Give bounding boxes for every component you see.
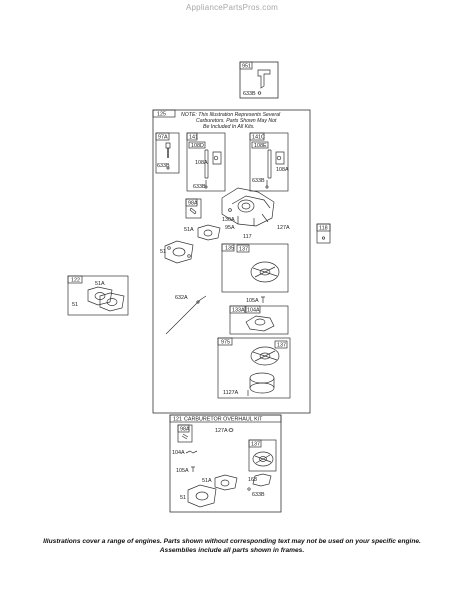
label-105A: 105A [246,298,259,304]
gasket-51A [197,224,221,241]
label-141: 141 [189,135,198,141]
label-97A: 97A [158,135,168,141]
frame-121[interactable] [169,414,282,513]
label-951: 951 [242,64,251,70]
note-line-2: Carburetors. Parts Shown May Not [196,118,277,124]
frame-951[interactable] [239,61,279,99]
frame-135[interactable] [221,243,289,293]
label-633B-141: 633B [193,184,206,190]
carburetor-body [221,187,275,227]
frame-98A[interactable] [185,198,202,219]
label-51A-122: 51A [95,281,105,287]
label-105A-kit: 105A [176,468,189,474]
label-51A: 51A [184,227,194,233]
label-98A-kit: 98A [180,427,190,433]
label-137-2: 137 [277,343,286,349]
label-125: 125 [157,112,166,118]
frame-125[interactable] [152,109,311,414]
label-121: 121 [173,417,182,423]
frame-122[interactable] [67,275,129,316]
frame-975[interactable] [217,337,291,399]
gasket-51 [164,240,194,264]
note-line-3: Be Included In All Kits. [203,124,255,130]
label-633B-top: 633B [243,91,256,97]
frame-141[interactable] [186,132,226,192]
frame-97A[interactable] [155,132,180,174]
label-633B-141C: 633B [252,178,265,184]
label-975: 975 [221,340,230,346]
label-122: 122 [71,278,80,284]
label-163: 163 [248,477,257,483]
label-141C: 141C [252,135,265,141]
label-108A-1: 108A [195,160,208,166]
footer-assemblies: Assemblies include all parts shown in fr… [159,547,305,554]
footer-disclaimer: Illustrations cover a range of engines. … [43,538,421,545]
label-127A: 127A [277,225,290,231]
label-108E: 108E [254,143,267,149]
label-98A: 98A [188,201,198,207]
label-632A: 632A [175,295,188,301]
watermark: AppliancePartsPros.com [186,3,278,12]
frame-141C[interactable] [249,132,289,192]
label-118: 118 [319,226,328,232]
label-104A-kit: 104A [172,450,185,456]
label-95A: 95A [225,225,235,231]
part-105A [261,296,265,303]
label-51: 51 [160,249,166,255]
label-133A: 133A [232,308,245,314]
frame-118[interactable] [316,223,331,244]
kit-title: CARBURETOR OVERHAUL KIT [184,417,263,423]
label-108D: 108D [191,143,204,149]
frame-133A[interactable] [229,305,289,335]
label-51A-kit: 51A [202,478,212,484]
label-633B-kit: 633B [252,492,265,498]
label-633B-left: 633B [157,163,170,169]
note-line-1: NOTE: This Illustration Represents Sever… [181,112,281,118]
label-51-122: 51 [72,302,78,308]
label-137-kit: 137 [251,442,260,448]
linkage-632A [165,295,207,335]
label-127A-kit: 127A [215,428,228,434]
label-117: 117 [243,234,252,240]
label-137-1: 137 [239,247,248,253]
label-51-kit: 51 [180,495,186,501]
label-1127A: 1127A [223,390,239,396]
label-108A-2: 108A [276,167,289,173]
label-135: 135 [225,246,234,252]
label-130A: 130A [222,217,235,223]
label-104A: 104A [247,308,260,314]
